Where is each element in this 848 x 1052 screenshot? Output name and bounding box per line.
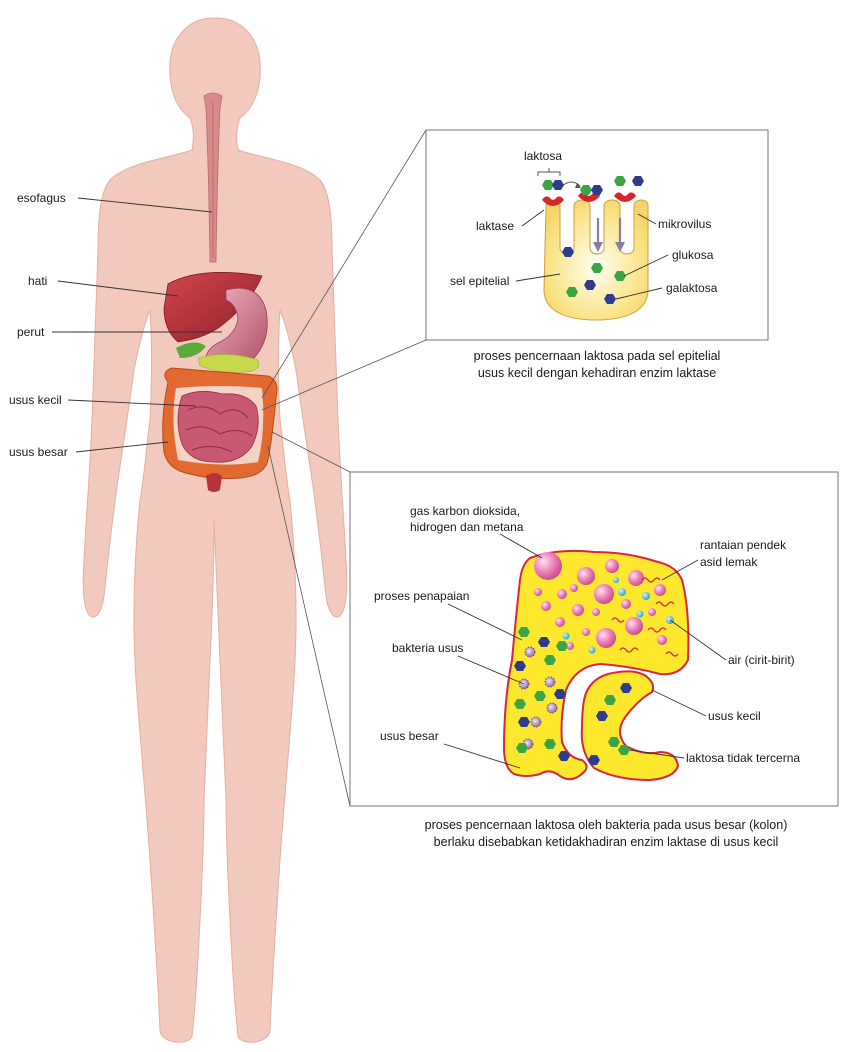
- label-microvillus: mikrovilus: [658, 217, 711, 231]
- caption-epithelial-line2: usus kecil dengan kehadiran enzim laktas…: [478, 366, 716, 380]
- label-glucose: glukosa: [672, 248, 714, 262]
- small-intestine: [178, 391, 258, 462]
- label-epithelial-cell: sel epitelial: [450, 274, 509, 288]
- label-liver: hati: [28, 274, 47, 288]
- rectum: [206, 473, 222, 492]
- label-large-intestine-colon: usus besar: [380, 729, 439, 743]
- label-gas-line1: gas karbon dioksida,: [410, 504, 520, 518]
- label-water: air (cirit-birit): [728, 653, 795, 667]
- label-bacteria: bakteria usus: [392, 641, 463, 655]
- label-galactose: galaktosa: [666, 281, 718, 295]
- label-lactase: laktase: [476, 219, 514, 233]
- caption-colon-line1: proses pencernaan laktosa oleh bakteria …: [425, 818, 788, 832]
- label-gas-line2: hidrogen dan metana: [410, 520, 524, 534]
- caption-epithelial-line1: proses pencernaan laktosa pada sel epite…: [474, 349, 721, 363]
- label-fatty-acid-line2: asid lemak: [700, 555, 758, 569]
- label-esophagus: esofagus: [17, 191, 66, 205]
- label-lactose: laktosa: [524, 149, 562, 163]
- label-fatty-acid-line1: rantaian pendek: [700, 538, 787, 552]
- label-stomach: perut: [17, 325, 45, 339]
- label-undigested-lactose: laktosa tidak tercerna: [686, 751, 800, 765]
- label-large-intestine: usus besar: [9, 445, 68, 459]
- label-small-intestine-colon: usus kecil: [708, 709, 761, 723]
- label-fermentation: proses penapaian: [374, 589, 469, 603]
- caption-colon-line2: berlaku disebabkan ketidakhadiran enzim …: [434, 835, 779, 849]
- label-small-intestine: usus kecil: [9, 393, 62, 407]
